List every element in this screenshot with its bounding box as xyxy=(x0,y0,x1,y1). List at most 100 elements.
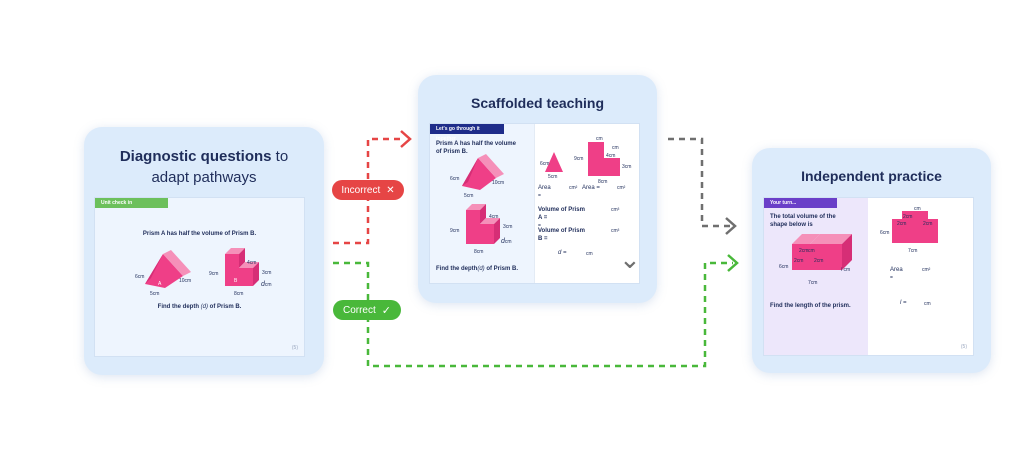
sc-r-6: 6cm xyxy=(540,161,550,167)
sc-b-depth: dcm xyxy=(501,238,512,245)
sc-vol-a: Volume of Prism xyxy=(538,207,585,213)
diag-a-letter: A xyxy=(158,281,162,287)
ind-s-7: 7cm xyxy=(808,280,818,286)
sc-vol-a-unit: cm³ xyxy=(611,207,620,213)
ind-r-2a: 2cm xyxy=(903,214,913,220)
diagnostic-slide: Unit check in Prism A has half the volum… xyxy=(94,197,305,357)
sc-find-b: of Prism B. xyxy=(484,266,519,272)
sc-b-9: 9cm xyxy=(450,228,460,234)
ind-l-eq-text: l = xyxy=(900,300,907,306)
independent-page-number: (5) xyxy=(960,344,967,350)
diagnostic-page-number: (5) xyxy=(291,345,298,351)
ind-s-top: cm xyxy=(808,248,815,254)
diagnostic-panel: Diagnostic questions to adapt pathways U… xyxy=(84,127,324,375)
sc-b-d: d xyxy=(501,238,505,245)
ind-stepped-shape xyxy=(892,211,938,243)
sc-b-8: 8cm xyxy=(474,249,484,255)
sc-find-a: Find the depth xyxy=(436,266,478,272)
scaffold-find: Find the depth(d) of Prism B. xyxy=(436,266,518,272)
ind-area-unit: cm² xyxy=(922,267,931,273)
scaffold-line2: of Prism B. xyxy=(436,149,468,155)
ind-prism-figure xyxy=(792,234,852,270)
diagnostic-title-line2: adapt pathways xyxy=(151,169,257,186)
sc-vol-b-unit: cm³ xyxy=(611,228,620,234)
ind-area: Area xyxy=(890,267,903,273)
sc-area2-unit: cm² xyxy=(617,185,626,191)
incorrect-path xyxy=(333,137,404,245)
correct-arrowhead xyxy=(727,254,739,272)
ind-s-l-unit: cm xyxy=(843,267,851,273)
diag-a-10: 10cm xyxy=(179,278,192,284)
diag-b-8: 8cm xyxy=(234,291,244,297)
prism-a-figure xyxy=(145,250,191,288)
diag-a-5: 5cm xyxy=(150,291,160,297)
sc-a-6: 6cm xyxy=(450,176,460,182)
sc-b-du: cm xyxy=(504,239,512,245)
scaffolded-title: Scaffolded teaching xyxy=(470,95,605,111)
prism-b-figure xyxy=(225,248,259,286)
scaffolded-tag: Let's go through it together xyxy=(430,124,504,142)
diag-find-a: Find the depth xyxy=(157,304,199,310)
independent-slide: Your turn... The total volume of the sha… xyxy=(763,197,974,356)
correct-label: Correct xyxy=(342,304,376,316)
ind-s-6: 6cm xyxy=(779,264,789,270)
ind-find: Find the length of the prism. xyxy=(770,303,851,309)
scaffold-line1: Prism A has half the volume xyxy=(436,141,516,147)
independent-panel: Independent practice Your turn... The to… xyxy=(752,148,991,373)
diag-find-var: (d) xyxy=(200,304,208,310)
diagnostic-title: Diagnostic questions to adapt pathways xyxy=(84,146,324,188)
diagnostic-title-bold: Diagnostic questions xyxy=(119,148,272,165)
ind-s-2a: 2cm xyxy=(799,248,809,254)
close-icon: ✕ xyxy=(386,184,395,196)
sc-b-3: 3cm xyxy=(503,224,513,230)
sc-r-4b: 4cm xyxy=(606,153,616,159)
ind-s-2c: 2cm xyxy=(814,258,824,264)
diag-b-4: 4cm xyxy=(247,260,257,266)
independent-tag: Your turn... xyxy=(764,198,837,208)
scaffold-right-panel xyxy=(534,124,639,283)
sc-vol-a-eq: = xyxy=(538,223,541,229)
diag-b-depth: dcm xyxy=(261,281,272,288)
progress-path xyxy=(668,137,730,228)
independent-title: Independent practice xyxy=(801,168,942,184)
ind-s-l-var: l xyxy=(841,267,843,273)
ind-s-l: l cm xyxy=(841,267,850,273)
sc-d-cm: cm xyxy=(586,251,593,257)
diag-b-9: 9cm xyxy=(209,271,219,277)
ind-r-6: 6cm xyxy=(880,230,890,236)
sc-vol-b: Volume of Prism xyxy=(538,228,585,234)
scaffold-prism-a xyxy=(462,154,504,190)
check-icon: ✓ xyxy=(381,304,391,317)
sc-area1: Area xyxy=(538,185,551,191)
sc-r-5: 5cm xyxy=(548,174,558,180)
incorrect-label: Incorrect xyxy=(341,184,381,196)
incorrect-pill: Incorrect ✕ xyxy=(332,180,404,200)
sc-b-4: 4cm xyxy=(489,214,499,220)
sc-d-eq-text: d = xyxy=(558,250,567,256)
diag-b-d: d xyxy=(261,281,265,288)
ind-r-2c: 2cm xyxy=(923,221,933,227)
sc-a-10: 10cm xyxy=(492,180,505,186)
scaffold-l-shape xyxy=(588,142,620,176)
scroll-down-chevron[interactable]: ⌄ xyxy=(619,244,640,274)
independent-left-panel xyxy=(764,198,868,355)
sc-area2: Area = xyxy=(582,185,600,191)
sc-a-5: 5cm xyxy=(464,193,474,199)
scaffolded-panel: Scaffolded teaching Let's go through it … xyxy=(418,75,657,303)
scaffold-triangle xyxy=(545,152,563,172)
diag-find-b: of Prism B. xyxy=(208,304,242,310)
ind-line1: The total volume of the xyxy=(770,214,836,220)
sc-find-var: (d) xyxy=(477,266,485,272)
ind-l-eq: l = xyxy=(900,300,907,306)
correct-pill: Correct ✓ xyxy=(333,300,401,320)
sc-r-top: cm xyxy=(596,136,603,142)
sc-r-3: 3cm xyxy=(622,164,632,170)
ind-r-2b: 2cm xyxy=(897,221,907,227)
diag-b-du: cm xyxy=(264,282,272,288)
ind-line2: shape below is xyxy=(770,222,813,228)
sc-vol-b2: B = xyxy=(538,236,548,242)
diag-b-letter: B xyxy=(234,278,238,284)
sc-r-4a: cm xyxy=(612,145,619,151)
scaffold-prism-b xyxy=(466,204,500,244)
